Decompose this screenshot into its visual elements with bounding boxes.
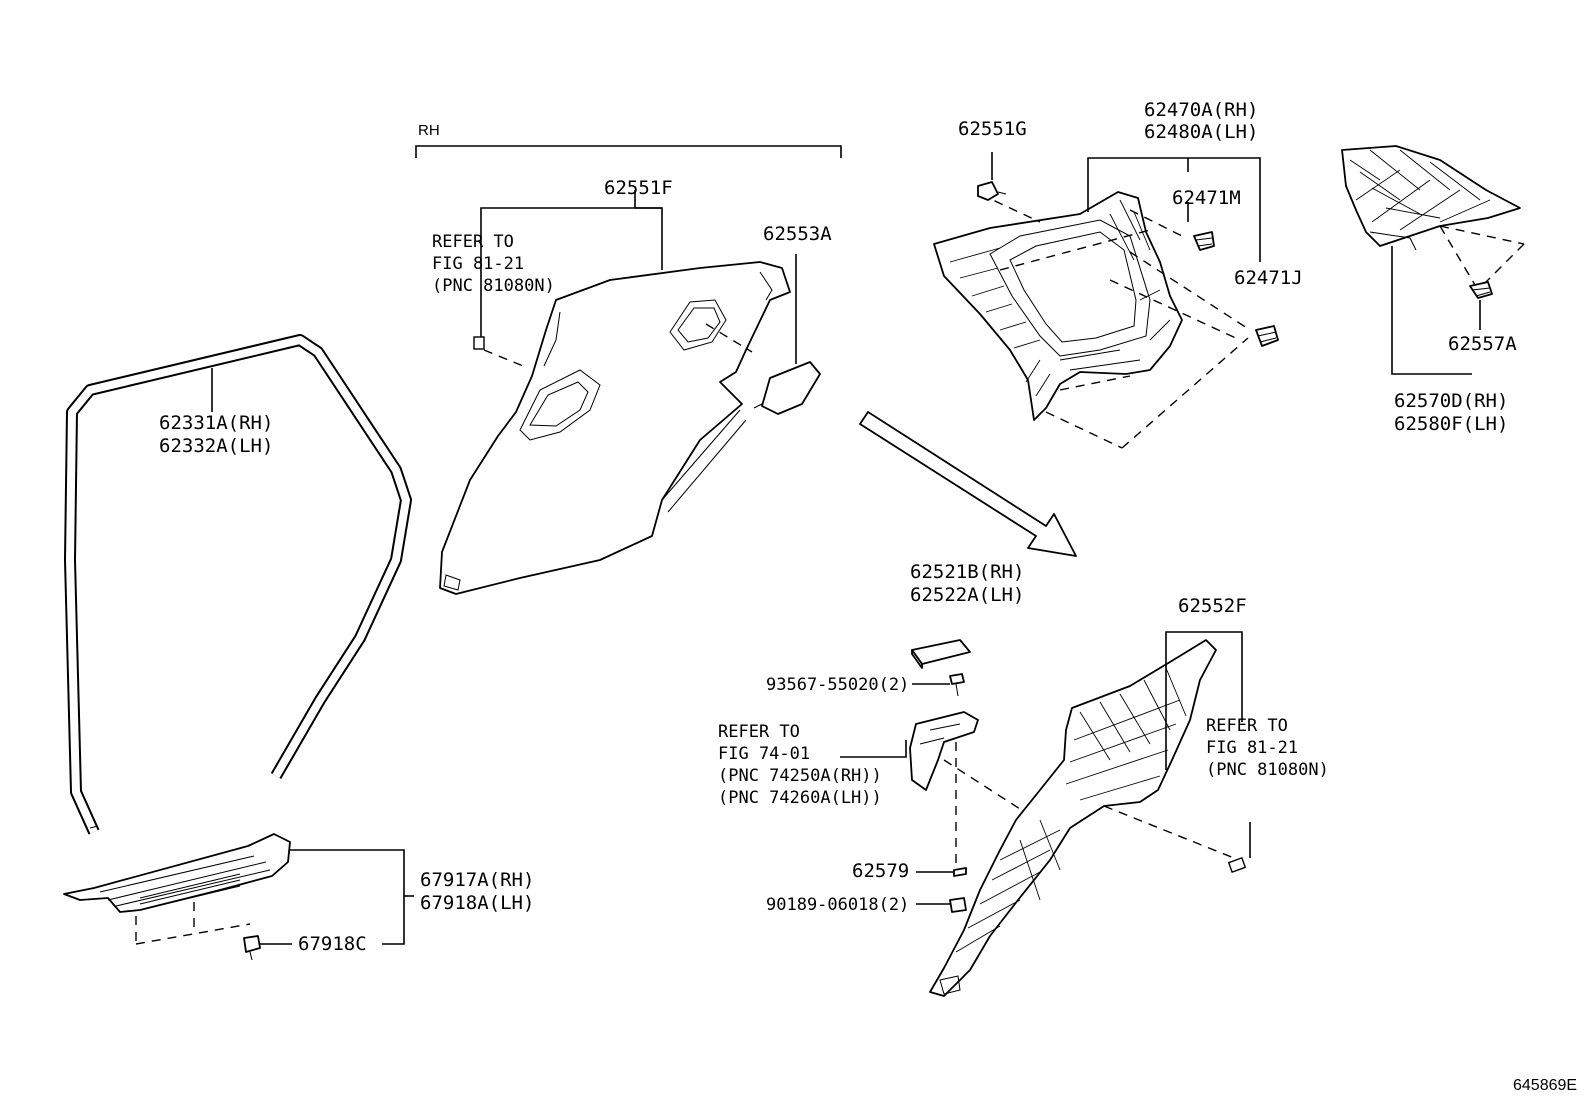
label-62480A-lh: 62480A(LH) [1144,121,1258,143]
clip-62557A: 62557A [1448,281,1517,355]
refer-mid-1: REFER TO [718,722,800,742]
label-62522A-lh: 62522A(LH) [910,584,1024,606]
refer-right-3: (PNC 81080N) [1206,760,1329,780]
scuff-plate: 67917A(RH) 67918A(LH) [63,833,534,945]
pad-62521B: 62521B(RH) 62522A(LH) [910,561,1024,669]
refer-left-1: REFER TO [432,232,514,252]
label-67918C: 67918C [298,933,367,955]
clip-62579: 62579 [852,860,967,882]
rh-label: RH [418,122,440,139]
label-62551F: 62551F [604,177,673,199]
clip-nut-90189-06018: 90189-06018(2) [766,895,967,915]
label-62579: 62579 [852,860,909,882]
label-62331A-rh: 62331A(RH) [159,412,273,434]
upper-back-panel: 62570D(RH) 62580F(LH) [1341,145,1525,435]
clip-62471J: 62471J [1234,267,1303,347]
clip-62471M: 62471M [1172,187,1241,251]
label-93567-55020: 93567-55020(2) [766,675,909,695]
direction-arrow [859,411,1077,557]
label-67917A-rh: 67917A(RH) [420,869,534,891]
rh-bracket: RH [415,122,842,158]
document-id: 645869E [1513,1077,1577,1094]
label-62471M: 62471M [1172,187,1241,209]
refer-mid-4: (PNC 74260A(LH)) [718,788,882,808]
lower-quarter-trim: 62552F REFER TO FIG 81-21 (PNC 81080N) [929,595,1329,997]
label-62470A-rh: 62470A(RH) [1144,99,1258,121]
label-62553A: 62553A [763,223,832,245]
screw-93567-55020: 93567-55020(2) [766,673,965,697]
label-62471J: 62471J [1234,267,1303,289]
label-62570D-rh: 62570D(RH) [1394,390,1508,412]
label-62557A: 62557A [1448,333,1517,355]
pillar-garnish: 62470A(RH) 62480A(LH) [933,99,1261,449]
refer-mid-2: FIG 74-01 [718,744,810,764]
refer-right-2: FIG 81-21 [1206,738,1298,758]
label-67918A-lh: 67918A(LH) [420,892,534,914]
label-62552F: 62552F [1178,595,1247,617]
refer-mid-3: (PNC 74250A(RH)) [718,766,882,786]
refer-left-2: FIG 81-21 [432,254,524,274]
refer-right-1: REFER TO [1206,716,1288,736]
refer-left-3: (PNC 81080N) [432,276,555,296]
weatherstrip: 62331A(RH) 62332A(LH) [64,334,412,835]
clip-67918C: 67918C [243,933,367,961]
seat-belt-bracket: REFER TO FIG 74-01 (PNC 74250A(RH)) (PNC… [718,711,1035,872]
label-62551G: 62551G [958,118,1027,140]
label-62332A-lh: 62332A(LH) [159,435,273,457]
label-62521B-rh: 62521B(RH) [910,561,1024,583]
label-62580F-lh: 62580F(LH) [1394,413,1508,435]
label-90189-06018: 90189-06018(2) [766,895,909,915]
cover-62553A: 62553A [753,223,832,415]
upper-quarter-trim: 62551F REFER TO FIG 81-21 (PNC 81080N) [432,177,791,595]
clip-62551G: 62551G [958,118,1027,201]
